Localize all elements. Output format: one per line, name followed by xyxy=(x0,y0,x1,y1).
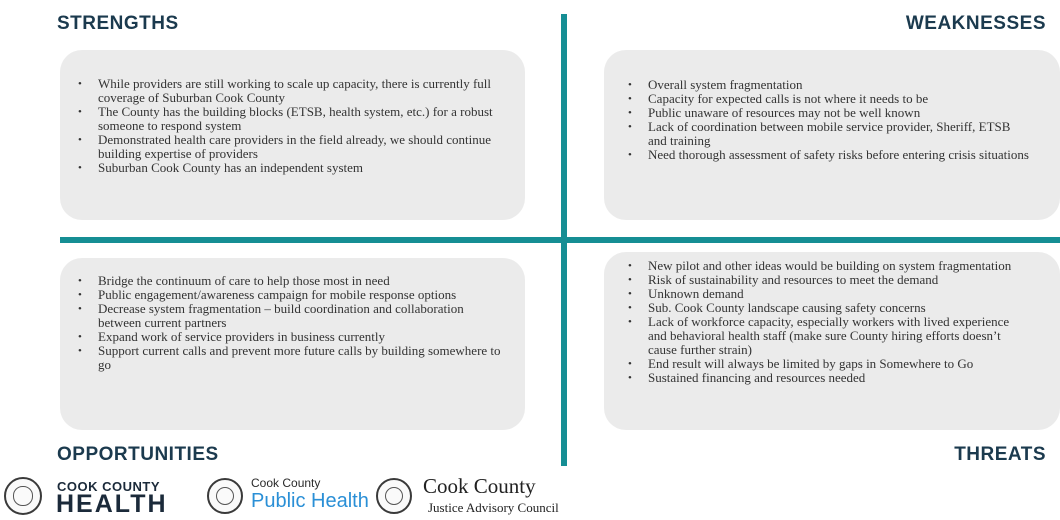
list-item: While providers are still working to sca… xyxy=(78,77,508,105)
opportunities-card: Bridge the continuum of care to help tho… xyxy=(60,258,525,430)
list-item: The County has the building blocks (ETSB… xyxy=(78,105,498,133)
list-item: Capacity for expected calls is not where… xyxy=(628,92,1048,107)
list-item: Expand work of service providers in busi… xyxy=(78,330,508,345)
weaknesses-card: Overall system fragmentation Capacity fo… xyxy=(604,50,1060,220)
opportunities-list: Bridge the continuum of care to help tho… xyxy=(60,274,525,372)
list-item: Sub. Cook County landscape causing safet… xyxy=(628,301,1048,316)
list-item: Need thorough assessment of safety risks… xyxy=(628,148,1048,163)
list-item: End result will always be limited by gap… xyxy=(628,357,1058,372)
list-item: Decrease system fragmentation – build co… xyxy=(78,302,468,330)
list-item: Overall system fragmentation xyxy=(628,78,1048,93)
strengths-heading: STRENGTHS xyxy=(57,13,179,34)
ph-logo-line2: Public Health xyxy=(251,490,369,512)
list-item: Public engagement/awareness campaign for… xyxy=(78,288,508,303)
list-item: Bridge the continuum of care to help tho… xyxy=(78,274,508,289)
weaknesses-heading: WEAKNESSES xyxy=(905,13,1046,34)
threats-heading: THREATS xyxy=(954,444,1046,465)
opportunities-heading: OPPORTUNITIES xyxy=(57,444,219,465)
list-item: New pilot and other ideas would be build… xyxy=(628,259,1028,274)
list-item: Unknown demand xyxy=(628,287,1048,302)
weaknesses-list: Overall system fragmentation Capacity fo… xyxy=(604,78,1060,163)
list-item: Support current calls and prevent more f… xyxy=(78,344,513,372)
threats-card: New pilot and other ideas would be build… xyxy=(604,252,1060,430)
jac-logo-line1: Cook County xyxy=(423,474,536,498)
list-item: Risk of sustainability and resources to … xyxy=(628,273,1048,288)
list-item: Lack of coordination between mobile serv… xyxy=(628,120,1018,148)
jac-logo-line2: Justice Advisory Council xyxy=(428,500,559,515)
county-seal-icon xyxy=(4,477,42,515)
list-item: Sustained financing and resources needed xyxy=(628,371,1048,386)
list-item: Demonstrated health care providers in th… xyxy=(78,133,498,161)
list-item: Public unaware of resources may not be w… xyxy=(628,106,1048,121)
cch-logo-line2: HEALTH xyxy=(56,490,168,518)
horizontal-divider xyxy=(60,237,1060,243)
strengths-list: While providers are still working to sca… xyxy=(60,77,525,176)
threats-list: New pilot and other ideas would be build… xyxy=(604,259,1060,386)
county-seal-icon xyxy=(376,478,412,514)
list-item: Suburban Cook County has an independent … xyxy=(78,161,498,176)
county-seal-icon xyxy=(207,478,243,514)
strengths-card: While providers are still working to sca… xyxy=(60,50,525,220)
ph-logo-line1: Cook County xyxy=(251,476,321,490)
list-item: Lack of workforce capacity, especially w… xyxy=(628,315,1028,357)
cch-logo-line1: COOK COUNTY xyxy=(57,479,160,494)
